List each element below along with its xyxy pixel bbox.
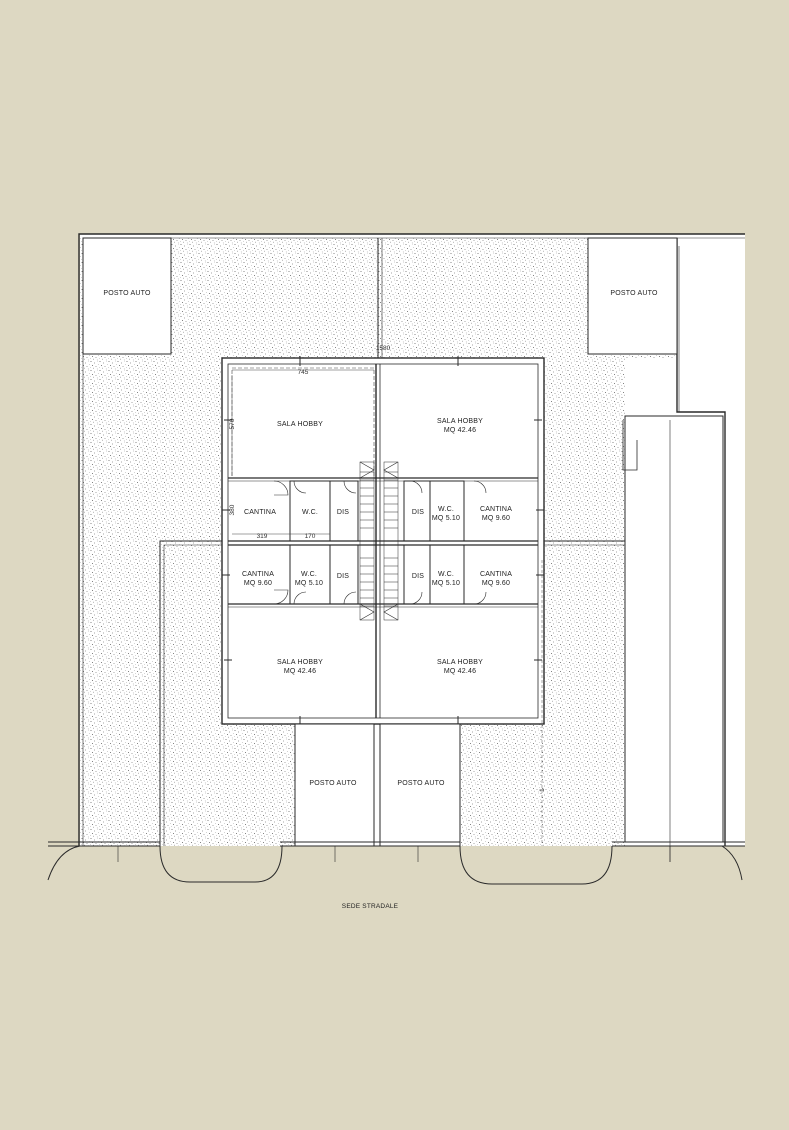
dis-upper-left: DIS bbox=[337, 509, 349, 516]
wc-upper-left: W.C. bbox=[302, 509, 318, 516]
dis-lower-right: DIS bbox=[412, 573, 424, 580]
sala-hobby-top-right-area: MQ 42.46 bbox=[444, 427, 476, 434]
wc-lower-left: W.C. bbox=[301, 571, 317, 578]
wc-lower-right-area: MQ 5.10 bbox=[432, 580, 460, 587]
parking-spot-bottom-left bbox=[294, 723, 375, 847]
stairs-right bbox=[383, 461, 399, 621]
cantina-upper-right-area: MQ 9.60 bbox=[482, 515, 510, 522]
wc-upper-right-area: MQ 5.10 bbox=[432, 515, 460, 522]
parking-label-top-left: POSTO AUTO bbox=[103, 290, 151, 297]
gravel-bottom-left bbox=[160, 720, 295, 846]
road-label: SEDE STRADALE bbox=[342, 903, 399, 910]
sala-hobby-bottom-left: SALA HOBBY bbox=[277, 659, 323, 666]
dim-height-570: 570 bbox=[229, 418, 236, 429]
sala-hobby-top-left: SALA HOBBY bbox=[277, 421, 323, 428]
parking-spot-top-right bbox=[587, 237, 678, 355]
dim-height-380: 380 bbox=[229, 504, 236, 515]
cantina-lower-right-area: MQ 9.60 bbox=[482, 580, 510, 587]
right-driveway bbox=[624, 415, 724, 843]
dim-width-745: 745 bbox=[298, 369, 309, 376]
dim-width-170: 170 bbox=[305, 533, 316, 540]
cantina-lower-right: CANTINA bbox=[480, 571, 512, 578]
wc-lower-left-area: MQ 5.10 bbox=[295, 580, 323, 587]
dim-side: 1 bbox=[539, 788, 546, 792]
wc-lower-right: W.C. bbox=[438, 571, 454, 578]
dis-lower-left: DIS bbox=[337, 573, 349, 580]
gravel-bottom-right bbox=[460, 720, 625, 846]
cantina-upper-left: CANTINA bbox=[244, 509, 276, 516]
parking-label-top-right: POSTO AUTO bbox=[610, 290, 658, 297]
parking-spot-top-left bbox=[82, 237, 172, 355]
dim-width-319: 319 bbox=[257, 533, 268, 540]
parking-label-bottom-right: POSTO AUTO bbox=[397, 780, 445, 787]
wc-upper-right: W.C. bbox=[438, 506, 454, 513]
dim-total-1580: 1580 bbox=[376, 345, 391, 352]
stairs-left bbox=[359, 461, 375, 621]
dis-upper-right: DIS bbox=[412, 509, 424, 516]
sala-hobby-bottom-left-area: MQ 42.46 bbox=[284, 668, 316, 675]
cantina-upper-right: CANTINA bbox=[480, 506, 512, 513]
parking-label-bottom-left: POSTO AUTO bbox=[309, 780, 357, 787]
sala-hobby-top-right: SALA HOBBY bbox=[437, 418, 483, 425]
sala-hobby-bottom-right-area: MQ 42.46 bbox=[444, 668, 476, 675]
sala-hobby-bottom-right: SALA HOBBY bbox=[437, 659, 483, 666]
cantina-lower-left: CANTINA bbox=[242, 571, 274, 578]
parking-spot-bottom-right bbox=[379, 723, 461, 847]
cantina-lower-left-area: MQ 9.60 bbox=[244, 580, 272, 587]
